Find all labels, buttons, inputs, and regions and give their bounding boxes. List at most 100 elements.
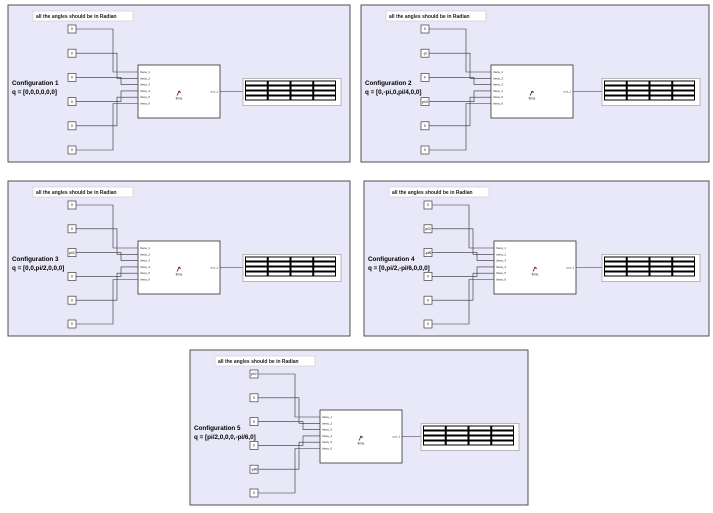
constant-block[interactable] <box>67 248 77 257</box>
constant-value: 0 <box>253 396 255 400</box>
constant-block[interactable] <box>67 145 77 155</box>
constant-value: 0 <box>71 322 73 326</box>
input-port-label: theta_6 <box>496 278 506 282</box>
constant-block[interactable] <box>420 97 430 106</box>
display-cell <box>314 96 335 100</box>
display-cell <box>246 262 267 266</box>
display-cell <box>291 81 313 85</box>
constant-value: 0 <box>427 203 429 207</box>
display-cell <box>314 272 335 276</box>
constant-block[interactable] <box>420 145 430 155</box>
display-cell <box>627 91 649 95</box>
constant-value: -pi/6 <box>425 251 432 255</box>
display-cell <box>627 81 649 85</box>
configuration-q: q = [pi/2,0,0,0,-pi/6,0] <box>194 434 256 441</box>
constant-block[interactable] <box>420 73 430 82</box>
input-port-label: theta_5 <box>322 440 332 444</box>
subsystem-label: fkine <box>358 442 365 446</box>
configuration-title: Configuration 2 <box>365 80 412 87</box>
constant-block[interactable] <box>249 464 259 474</box>
display-cell <box>492 441 513 445</box>
display-cell <box>246 91 267 95</box>
display-matrix <box>604 256 695 277</box>
constant-block[interactable] <box>67 73 77 82</box>
configuration-panel-1: all the angles should be in RadianConfig… <box>7 4 351 163</box>
signal-wire <box>76 204 138 249</box>
constant-block[interactable] <box>423 224 433 234</box>
constant-block[interactable] <box>67 121 77 131</box>
constant-block[interactable] <box>420 121 430 131</box>
constant-block[interactable] <box>423 272 433 281</box>
input-port-label: theta_4 <box>496 265 506 269</box>
display-cell <box>424 431 445 435</box>
angle-unit-note: all the angles should be in Radian <box>218 359 299 365</box>
display-cell <box>314 267 335 271</box>
note-box <box>388 186 490 198</box>
constant-block[interactable] <box>420 48 430 58</box>
constant-block[interactable] <box>67 272 77 281</box>
constant-block[interactable] <box>67 224 77 234</box>
display-cell <box>492 426 513 430</box>
fkine-subsystem-block[interactable] <box>137 64 221 119</box>
input-port-label: theta_2 <box>496 252 506 256</box>
display-cell <box>627 272 649 276</box>
constant-block[interactable] <box>67 319 77 329</box>
note-box <box>385 10 487 22</box>
constant-block[interactable] <box>249 417 259 426</box>
input-port-label: theta_5 <box>493 95 503 99</box>
configuration-panel-5: all the angles should be in RadianConfig… <box>189 349 529 506</box>
display-cell <box>492 436 513 440</box>
input-port-label: theta_4 <box>322 434 332 438</box>
input-port-label: theta_3 <box>140 83 150 87</box>
display-cell <box>291 91 313 95</box>
constant-block[interactable] <box>249 393 259 403</box>
configuration-panel-3: all the angles should be in RadianConfig… <box>7 180 351 337</box>
constant-block[interactable] <box>249 488 259 498</box>
constant-block[interactable] <box>67 295 77 305</box>
constant-value: 0 <box>427 298 429 302</box>
display-cell <box>673 257 694 261</box>
configuration-q: q = [0,-pi,0,pi/4,0,0] <box>365 89 422 96</box>
input-port-label: theta_1 <box>140 246 150 250</box>
display-cell <box>627 86 649 90</box>
input-port-label: theta_6 <box>140 278 150 282</box>
display-cell <box>291 272 313 276</box>
constant-block[interactable] <box>423 200 433 210</box>
input-port-label: theta_1 <box>493 70 503 74</box>
constant-block[interactable] <box>249 441 259 450</box>
configuration-q: q = [0,0,0,0,0,0] <box>12 89 57 96</box>
display-cell <box>605 81 626 85</box>
constant-value: -pi <box>423 51 427 55</box>
display-cell <box>314 81 335 85</box>
display-cell <box>291 262 313 266</box>
display-cell <box>314 257 335 261</box>
constant-block[interactable] <box>249 369 259 379</box>
display-cell <box>268 262 290 266</box>
input-port-label: theta_3 <box>496 259 506 263</box>
display-cell <box>650 91 672 95</box>
configuration-panel-4: all the angles should be in RadianConfig… <box>363 180 710 337</box>
joint-icon <box>531 90 533 93</box>
display-cell <box>627 262 649 266</box>
input-port-label: theta_1 <box>496 246 506 250</box>
constant-block[interactable] <box>67 97 77 106</box>
signal-wire <box>76 28 138 73</box>
constant-value: 0 <box>253 491 255 495</box>
constant-block[interactable] <box>67 48 77 58</box>
display-matrix <box>245 80 336 101</box>
constant-block[interactable] <box>420 24 430 34</box>
display-cell <box>246 272 267 276</box>
display-cell <box>469 441 491 445</box>
display-cell <box>673 272 694 276</box>
constant-block[interactable] <box>67 200 77 210</box>
input-port-label: theta_2 <box>140 252 150 256</box>
constant-block[interactable] <box>67 24 77 34</box>
display-cell <box>627 257 649 261</box>
constant-block[interactable] <box>423 295 433 305</box>
constant-block[interactable] <box>423 248 433 257</box>
constant-block[interactable] <box>423 319 433 329</box>
display-cell <box>627 267 649 271</box>
display-cell <box>650 272 672 276</box>
signal-wire <box>76 228 138 255</box>
signal-wire <box>76 272 138 301</box>
